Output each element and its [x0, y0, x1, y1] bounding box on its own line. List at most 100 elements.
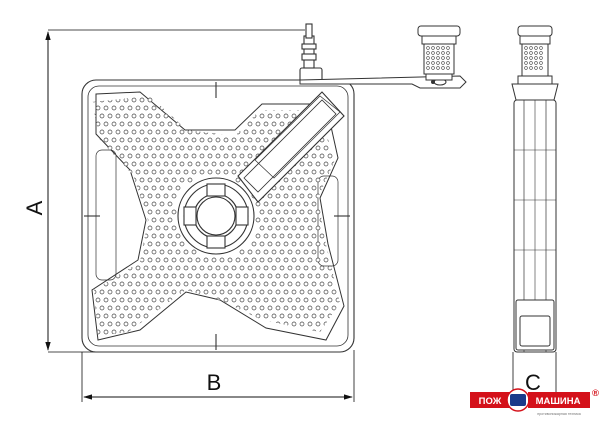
perforation-dot [147, 225, 153, 231]
perforation-dot [255, 137, 261, 143]
perforation-dot [275, 209, 281, 215]
perforation-dot [243, 273, 249, 279]
perforation-dot [534, 56, 538, 60]
perforation-dot [295, 297, 301, 303]
perforation-dot [271, 297, 277, 303]
dimension-a-label: A [22, 200, 47, 215]
perforation-dot [239, 297, 245, 303]
perforation-dot [426, 51, 430, 55]
perforation-dot [275, 193, 281, 199]
perforation-dot [219, 273, 225, 279]
perforation-dot [295, 201, 301, 207]
perforation-dot [299, 321, 305, 327]
perforation-dot [235, 177, 241, 183]
perforation-dot [187, 177, 193, 183]
perforation-dot [275, 241, 281, 247]
perforation-dot [307, 241, 313, 247]
perforation-dot [143, 201, 149, 207]
perforation-dot [151, 249, 157, 255]
perforation-dot [287, 233, 293, 239]
perforation-dot [307, 161, 313, 167]
perforation-dot [163, 193, 169, 199]
perforation-dot [131, 273, 137, 279]
perforation-dot [529, 51, 533, 55]
perforation-dot [123, 161, 129, 167]
perforation-dot [147, 273, 153, 279]
perforation-dot [187, 273, 193, 279]
perforation-dot [127, 313, 133, 319]
perforation-dot [446, 46, 450, 50]
perforation-dot [431, 66, 435, 70]
perforation-dot [243, 129, 249, 135]
perforation-dot [135, 137, 141, 143]
perforation-dot [271, 201, 277, 207]
perforation-dot [123, 145, 129, 151]
perforation-dot [283, 273, 289, 279]
perforation-dot [195, 161, 201, 167]
perforation-dot [167, 169, 173, 175]
perforation-dot [227, 145, 233, 151]
perforation-dot [179, 241, 185, 247]
perforation-dot [155, 113, 161, 119]
perforation-dot [199, 153, 205, 159]
perforation-dot [187, 257, 193, 263]
perforation-dot [529, 61, 533, 65]
perforation-dot [103, 105, 109, 111]
perforation-dot [139, 97, 145, 103]
perforation-dot [291, 289, 297, 295]
perforation-dot [111, 313, 117, 319]
perforation-dot [179, 145, 185, 151]
perforation-dot [446, 61, 450, 65]
perforation-dot [159, 137, 165, 143]
perforation-dot [151, 121, 157, 127]
perforation-dot [183, 281, 189, 287]
perforation-dot [203, 273, 209, 279]
perforation-dot [115, 113, 121, 119]
perforation-dot [151, 265, 157, 271]
perforation-dot [263, 297, 269, 303]
perforation-dot [211, 161, 217, 167]
perforation-dot [127, 153, 133, 159]
perforation-dot [147, 129, 153, 135]
perforation-dot [283, 257, 289, 263]
perforation-dot [235, 273, 241, 279]
perforation-dot [123, 273, 129, 279]
perforation-dot [331, 305, 337, 311]
perforation-dot [524, 61, 528, 65]
perforation-dot [287, 313, 293, 319]
perforation-dot [203, 145, 209, 151]
perforation-dot [175, 233, 181, 239]
perforation-dot [319, 281, 325, 287]
perforation-dot [219, 289, 225, 295]
perforation-dot [191, 137, 197, 143]
perforation-dot [279, 201, 285, 207]
perforation-dot [147, 113, 153, 119]
perforation-dot [259, 113, 265, 119]
perforation-dot [171, 257, 177, 263]
perforation-dot [231, 137, 237, 143]
perforation-dot [239, 281, 245, 287]
perforation-dot [235, 289, 241, 295]
perforation-dot [219, 161, 225, 167]
perforation-dot [255, 265, 261, 271]
perforation-dot [315, 321, 321, 327]
perforation-dot [255, 217, 261, 223]
perforation-dot [107, 129, 113, 135]
perforation-dot [167, 201, 173, 207]
perforation-dot [147, 289, 153, 295]
perforation-dot [127, 105, 133, 111]
perforation-dot [151, 137, 157, 143]
perforation-dot [534, 51, 538, 55]
perforation-dot [303, 297, 309, 303]
perforation-dot [227, 257, 233, 263]
perforation-dot [139, 193, 145, 199]
perforation-dot [135, 105, 141, 111]
perforation-dot [223, 265, 229, 271]
perforation-dot [207, 281, 213, 287]
perforation-dot [311, 153, 317, 159]
perforation-dot [95, 105, 101, 111]
perforation-dot [323, 145, 329, 151]
perforation-dot [441, 51, 445, 55]
perforation-dot [107, 113, 113, 119]
